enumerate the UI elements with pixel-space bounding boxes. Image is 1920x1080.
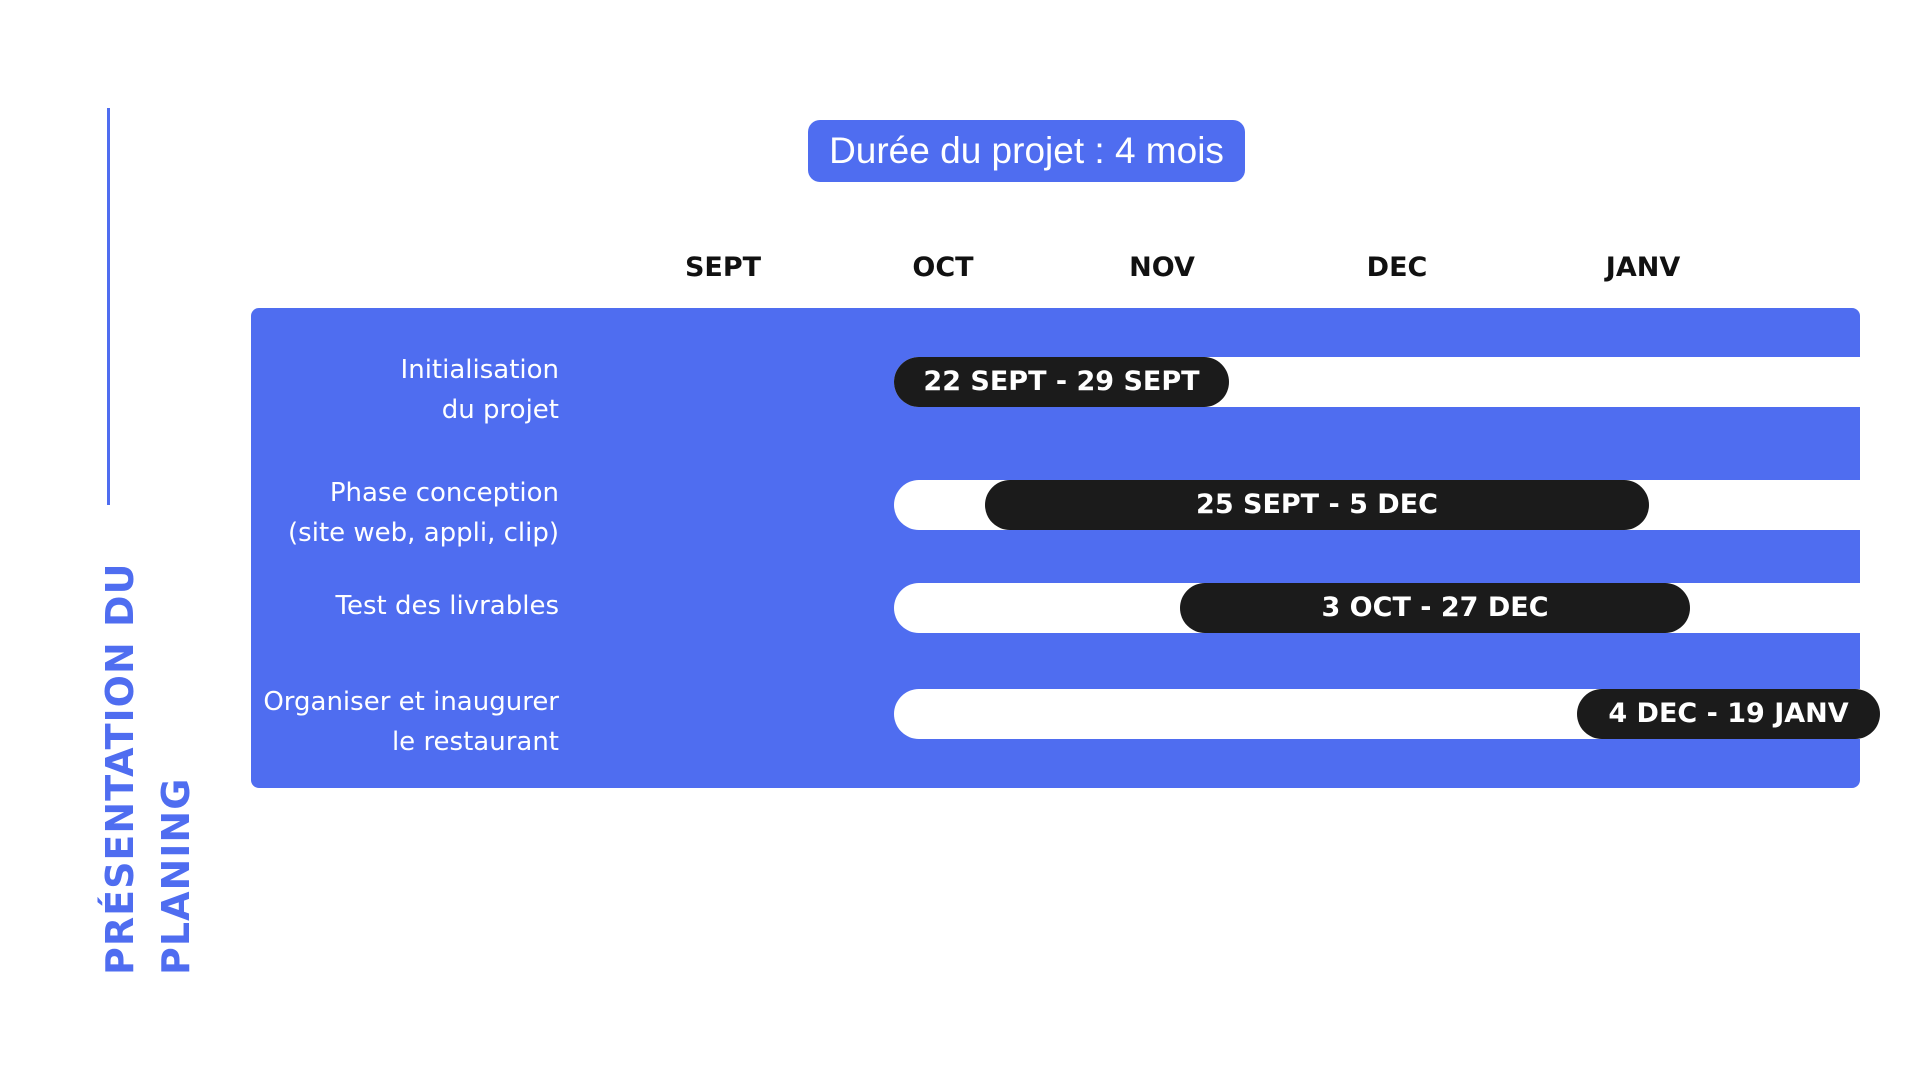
task-track: 3 OCT - 27 DEC <box>894 583 1920 633</box>
task-bar: 4 DEC - 19 JANV <box>1577 689 1880 739</box>
task-label-line: le restaurant <box>391 727 559 757</box>
task-label-line: (site web, appli, clip) <box>288 518 559 548</box>
month-label-sept: SEPT <box>684 252 762 283</box>
side-title-line-2: PLANING <box>154 777 198 975</box>
task-bar: 22 SEPT - 29 SEPT <box>894 357 1229 407</box>
task-track: 22 SEPT - 29 SEPT <box>894 357 1920 407</box>
task-label-line: Test des livrables <box>335 591 559 621</box>
side-title-line-1: PRÉSENTATION DU <box>98 562 142 975</box>
month-label-nov: NOV <box>1129 252 1195 283</box>
side-divider-line <box>107 108 110 505</box>
project-duration-badge: Durée du projet : 4 mois <box>808 120 1245 182</box>
task-label: Phase conception (site web, appli, clip) <box>288 473 559 553</box>
task-label-line: Phase conception <box>329 478 559 508</box>
task-track: 4 DEC - 19 JANV <box>894 689 1920 739</box>
month-label-oct: OCT <box>912 252 974 283</box>
task-label: Test des livrables <box>335 586 559 626</box>
task-label-line: Organiser et inaugurer <box>263 687 559 717</box>
task-label: Organiser et inaugurer le restaurant <box>263 682 559 762</box>
month-label-janv: JANV <box>1605 252 1681 283</box>
task-track: 25 SEPT - 5 DEC <box>894 480 1920 530</box>
task-label-line: du projet <box>441 395 559 425</box>
task-label-line: Initialisation <box>400 355 559 385</box>
task-label: Initialisation du projet <box>401 350 559 430</box>
gantt-panel: Initialisation du projet 22 SEPT - 29 SEPT… <box>251 308 1920 788</box>
task-bar: 3 OCT - 27 DEC <box>1180 583 1690 633</box>
task-bar: 25 SEPT - 5 DEC <box>985 480 1649 530</box>
side-title: PRÉSENTATION DU PLANING <box>92 563 204 975</box>
month-label-dec: DEC <box>1366 252 1428 283</box>
